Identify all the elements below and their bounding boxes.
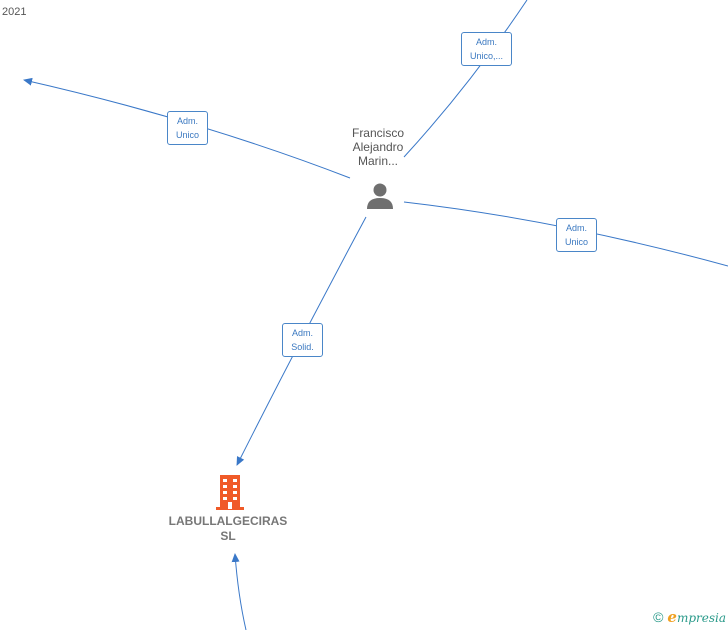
edge-label-adm-unico-right[interactable]: Adm. Unico [556,218,597,252]
company-name[interactable]: LABULLALGECIRAS SL [158,514,298,544]
person-name[interactable]: Francisco Alejandro Marin... [337,126,419,168]
company-name-line: SL [220,529,236,543]
person-name-line: Francisco [351,126,404,140]
edge-label-adm-solid[interactable]: Adm. Solid. [282,323,323,357]
edge-label-line: Adm. [475,37,497,47]
person-icon[interactable] [365,181,395,211]
edge-label-line: Adm. [565,223,587,233]
edge-line-bottom [231,553,247,630]
edge-label-line: Adm. [291,328,313,338]
company-name-line: LABULLALGECIRAS [168,514,288,528]
logo-text: mpresia [676,611,726,625]
edge-label-adm-unico-left[interactable]: Adm. Unico [167,111,208,145]
empresia-logo: empresia [667,608,726,626]
edge-label-line: Unico,... [469,51,503,61]
person-name-line: Marin... [357,154,398,168]
logo-initial: e [667,608,677,626]
edge-label-line: Solid. [291,342,314,352]
building-icon[interactable] [213,474,247,510]
copyright-icon: © [653,609,664,625]
edge-label-line: Adm. [176,116,198,126]
person-name-line: Alejandro [352,140,404,154]
edge-label-line: Unico [564,237,588,247]
edge-line-top-right [403,0,528,158]
empresia-brand[interactable]: © empresia [653,608,726,626]
year-label: 2021 [2,6,27,18]
edge-label-line: Unico [175,130,199,140]
edge-label-adm-unico-top[interactable]: Adm. Unico,... [461,32,512,66]
